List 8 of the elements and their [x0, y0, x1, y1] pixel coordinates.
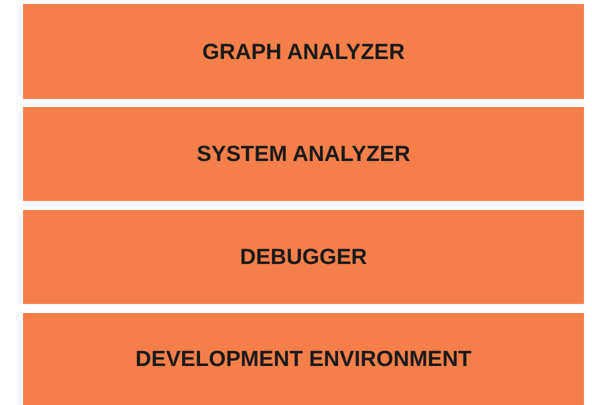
layer-label: SYSTEM ANALYZER	[196, 141, 410, 167]
layer-label: GRAPH ANALYZER	[202, 38, 405, 64]
layer-box	[23, 210, 584, 304]
layer-label: DEVELOPMENT ENVIRONMENT	[135, 346, 472, 372]
layer-box	[23, 4, 584, 99]
layer-box	[23, 313, 584, 405]
layer-box	[23, 107, 584, 201]
layer-label: DEBUGGER	[240, 244, 368, 270]
